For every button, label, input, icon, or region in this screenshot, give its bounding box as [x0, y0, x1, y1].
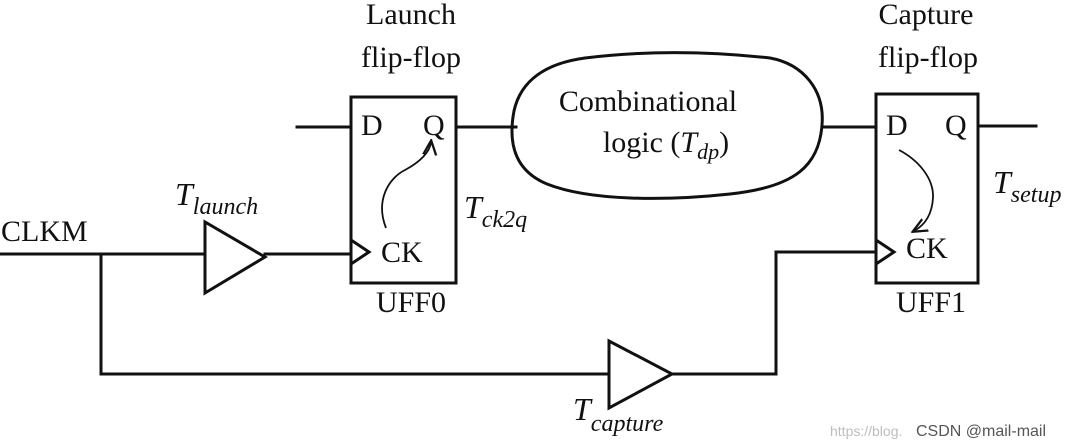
launch-flip-flop: D Q CK [349, 95, 458, 285]
launch-pin-d: D [361, 109, 383, 142]
launch-pin-q: Q [423, 109, 445, 142]
capture-pin-q: Q [945, 109, 967, 142]
t-ck2q-label: Tck2q [464, 189, 527, 233]
launch-pin-ck: CK [381, 236, 423, 269]
capture-ck-triangle [875, 238, 897, 266]
logic-cloud-line1: Combinational [559, 85, 737, 118]
watermark-csdn: CSDN @mail-mail [916, 423, 1046, 440]
capture-pin-ck: CK [906, 232, 948, 265]
launch-clock-buffer [203, 219, 268, 296]
t-launch-label: Tlaunch [175, 176, 258, 220]
setup-arc-arrow [898, 149, 934, 231]
watermark-faint-url: https://blog. [830, 423, 902, 439]
wires [0, 124, 1038, 376]
capture-pin-d: D [886, 109, 908, 142]
capture-header-line1: Capture [879, 0, 974, 31]
t-capture-label: Tcapture [573, 391, 664, 437]
ck2q-arc-arrow [381, 142, 431, 229]
capture-clock-buffer [607, 338, 676, 411]
t-setup-label: Tsetup [993, 164, 1061, 208]
clkm-label: CLKM [1, 215, 88, 248]
capture-ff-box [874, 92, 980, 285]
capture-ff-instance: UFF1 [896, 286, 966, 319]
launch-ck-triangle [350, 238, 372, 266]
capture-branch-wire [99, 252, 611, 376]
capture-flip-flop: D Q CK [874, 92, 980, 285]
combinational-logic-cloud [510, 51, 824, 200]
launch-ff-instance: UFF0 [376, 286, 446, 319]
launch-header-line2: flip-flop [361, 41, 461, 74]
logic-cloud-line2: logic (Tdp) [603, 126, 729, 164]
capture-header-line2: flip-flop [878, 41, 978, 74]
launch-header-line1: Launch [366, 0, 456, 31]
capture-clock-wire [670, 250, 878, 376]
